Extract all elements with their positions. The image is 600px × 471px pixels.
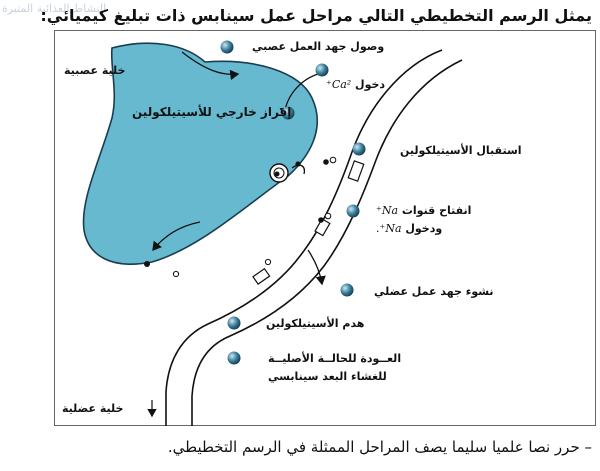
step-marker-3 <box>281 106 295 120</box>
postsynaptic-membrane-inner <box>191 59 463 426</box>
step-8-label-line1: العــودة للحالــة الأصليــة <box>268 352 402 365</box>
step-2-label: دخول Ca²⁺ <box>326 78 385 91</box>
step-7-label: هدم الأسيتيلكولين <box>266 317 365 330</box>
muscle-label: خلية عضلية <box>62 402 124 415</box>
faint-header-text: النشاط الغذائية المثيرة <box>2 2 107 15</box>
acetylcholine-molecules <box>144 156 337 278</box>
step-1-label: وصول جهد العمل عصبي <box>252 40 385 53</box>
neuron-label: خلية عصبية <box>64 64 126 77</box>
step-2-ion: Ca²⁺ <box>326 78 352 91</box>
step-5-label-line1: انفتاح قنوات Na⁺ <box>376 204 471 217</box>
receptor-box <box>252 267 271 285</box>
receptor-box <box>314 218 331 237</box>
postsynaptic-membrane-outer <box>165 49 443 426</box>
step-marker-8 <box>227 351 241 365</box>
recycle-arrow <box>152 221 201 252</box>
step-marker-5 <box>346 204 360 218</box>
diagram-frame <box>54 30 596 426</box>
step-5-ion-1: Na⁺ <box>376 204 398 217</box>
action-potential-arrow <box>181 51 240 81</box>
step-marker-2 <box>315 63 329 77</box>
sodium-entry-arrow <box>307 249 326 286</box>
step-8-label-line2: للغشاء البعد سينابسي <box>268 370 387 383</box>
step-5-text-2: ودخول <box>405 222 443 235</box>
question-title: يمثل الرسم التخطيطي التالي مراحل عمل سين… <box>40 6 592 25</box>
step-marker-6 <box>340 283 354 297</box>
step-4-label: استقبال الأسيتيلكولين <box>400 144 522 157</box>
step-3-label: إفراز خارجي للأسيتيلكولين <box>132 105 292 119</box>
step-2-text: دخول <box>355 78 386 91</box>
step-6-label: نشوء جهد عمل عضلي <box>374 285 494 298</box>
presynaptic-terminal <box>82 42 318 265</box>
instruction-text: – حرر نصا علميا سليما يصف المراحل الممثل… <box>167 438 592 456</box>
step-markers <box>220 40 366 365</box>
step-marker-7 <box>227 316 241 330</box>
step-5-ion-2: Na⁺. <box>376 222 402 235</box>
step-marker-4 <box>352 142 366 156</box>
step-5-label-line2: ودخول Na⁺. <box>376 222 442 235</box>
step-5-text-1: انفتاح قنوات <box>401 204 472 217</box>
receptor-box <box>347 160 365 182</box>
step-marker-1 <box>220 40 234 54</box>
